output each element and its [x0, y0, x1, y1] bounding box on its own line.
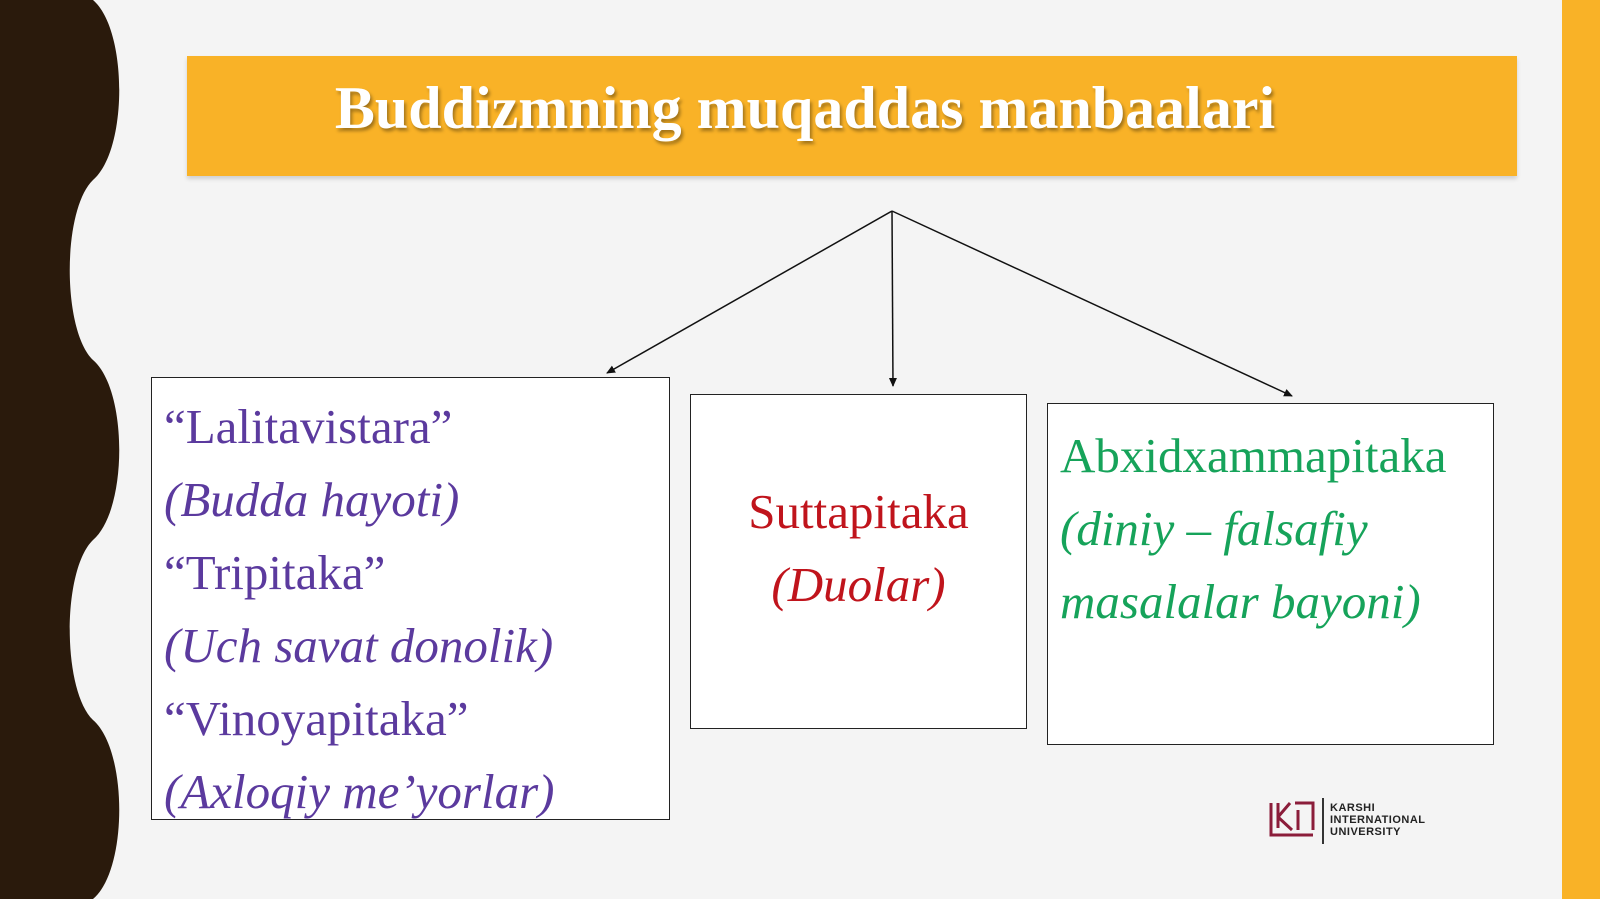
tripitaka-label: “Tripitaka”: [164, 545, 386, 600]
logo-line-1: KARSHI: [1330, 802, 1376, 814]
arrow-to-middle-box: [888, 210, 897, 387]
lalitavistara-label: “Lalitavistara”: [164, 399, 453, 454]
lalitavistara-description: (Budda hayoti): [164, 472, 460, 527]
suttapitaka-label: Suttapitaka: [748, 484, 969, 539]
wavy-side-band: [0, 0, 120, 899]
abxidxammapitaka-label: Abxidxammapitaka: [1060, 428, 1447, 483]
tripitaka-description: (Uch savat donolik): [164, 618, 554, 673]
logo-line-2: INTERNATIONAL: [1330, 814, 1426, 826]
logo-divider: [1322, 798, 1324, 844]
right-source-box: Abxidxammapitaka (diniy – falsafiy masal…: [1047, 403, 1494, 745]
arrow-to-left-box: [606, 210, 893, 374]
middle-source-box: Suttapitaka (Duolar): [690, 394, 1027, 729]
abxidxammapitaka-description-1: (diniy – falsafiy: [1060, 501, 1368, 556]
abxidxammapitaka-description-2: masalalar bayoni): [1060, 574, 1421, 629]
left-sources-box: “Lalitavistara” (Budda hayoti) “Tripitak…: [151, 377, 670, 820]
title-banner: [187, 56, 1517, 176]
university-logo: KARSHI INTERNATIONAL UNIVERSITY: [1268, 798, 1438, 846]
vinoyapitaka-label: “Vinoyapitaka”: [164, 691, 469, 746]
kiu-logo-icon: [1269, 801, 1315, 837]
logo-line-3: UNIVERSITY: [1330, 826, 1402, 838]
suttapitaka-description: (Duolar): [771, 557, 946, 612]
slide-title: Buddizmning muqaddas manbaalari: [334, 75, 1276, 141]
logo-text: KARSHI INTERNATIONAL UNIVERSITY: [1330, 802, 1426, 838]
arrow-to-right-box: [891, 210, 1293, 397]
vinoyapitaka-description: (Axloqiy me’yorlar): [164, 764, 555, 819]
right-accent-strip: [1562, 0, 1600, 899]
